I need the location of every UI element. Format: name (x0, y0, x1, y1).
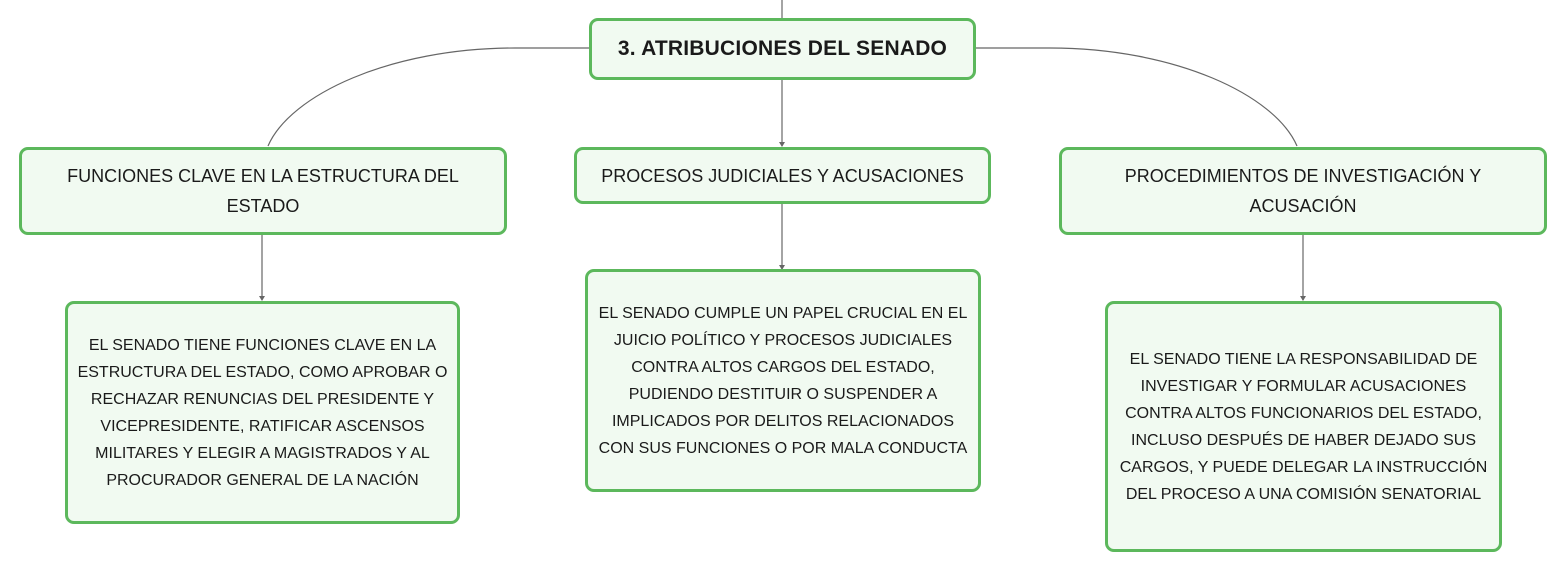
detail-node-procesos-judiciales[interactable]: EL SENADO CUMPLE UN PAPEL CRUCIAL EN EL … (585, 269, 981, 492)
connector-root-to-branch-1 (267, 47, 590, 147)
arrowhead-detail-2 (779, 265, 785, 270)
root-topic-node[interactable]: 3. ATRIBUCIONES DEL SENADO (589, 18, 976, 80)
detail-node-funciones-clave[interactable]: EL SENADO TIENE FUNCIONES CLAVE EN LA ES… (65, 301, 460, 524)
branch-label: PROCEDIMIENTOS DE INVESTIGACIÓN Y ACUSAC… (1124, 166, 1482, 216)
root-topic-label: 3. ATRIBUCIONES DEL SENADO (617, 37, 948, 60)
arrowhead-detail-1 (259, 296, 265, 301)
branch-node-funciones-clave[interactable]: FUNCIONES CLAVE EN LA ESTRUCTURA DEL EST… (19, 147, 507, 235)
detail-text: EL SENADO CUMPLE UN PAPEL CRUCIAL EN EL … (598, 304, 968, 457)
detail-text: EL SENADO TIENE LA RESPONSABILIDAD DE IN… (1119, 350, 1488, 503)
branch-node-procedimientos-investigacion[interactable]: PROCEDIMIENTOS DE INVESTIGACIÓN Y ACUSAC… (1059, 147, 1547, 235)
branch-node-procesos-judiciales[interactable]: PROCESOS JUDICIALES Y ACUSACIONES (574, 147, 991, 204)
arrowhead-detail-3 (1300, 296, 1306, 301)
arrowhead-branch-2 (779, 142, 785, 147)
detail-node-procedimientos-investigacion[interactable]: EL SENADO TIENE LA RESPONSABILIDAD DE IN… (1105, 301, 1502, 552)
branch-label: FUNCIONES CLAVE EN LA ESTRUCTURA DEL EST… (67, 166, 459, 216)
detail-text: EL SENADO TIENE FUNCIONES CLAVE EN LA ES… (77, 336, 448, 489)
connector-root-to-branch-3 (975, 47, 1298, 147)
branch-label: PROCESOS JUDICIALES Y ACUSACIONES (601, 165, 964, 186)
